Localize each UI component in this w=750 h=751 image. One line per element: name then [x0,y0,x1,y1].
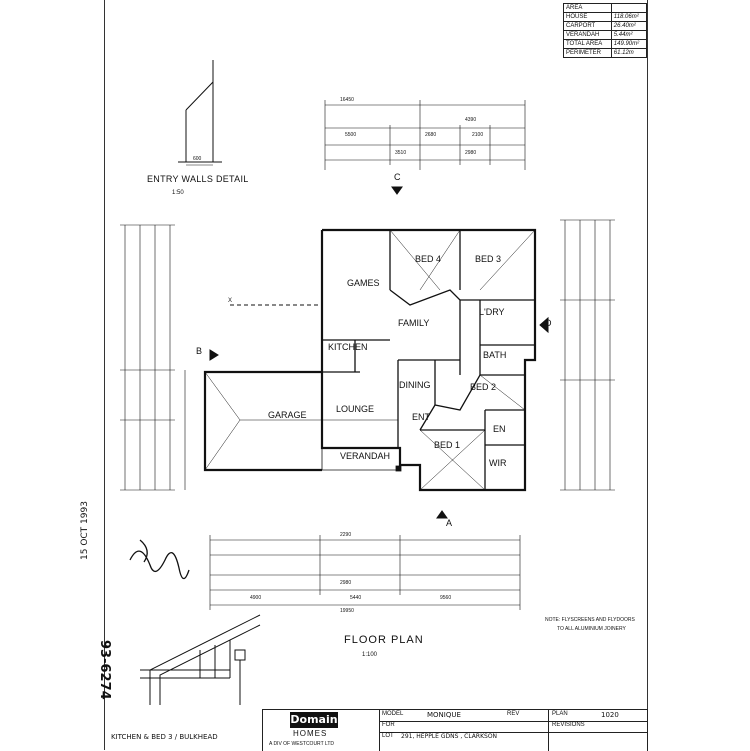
room-bed2: BED 2 [470,382,497,392]
model-value: MONIQUE [427,711,461,719]
brand-wordmark: Domain [290,712,338,728]
title-block-divider [548,710,549,751]
verandah [321,448,402,472]
top-dim-5: 2100 [472,132,484,138]
entry-walls-detail [178,60,222,166]
section-b-label: B [196,346,203,356]
room-garage: GARAGE [268,410,307,420]
interior-walls [322,230,535,490]
top-dim-1: 16450 [340,97,354,103]
entry-walls-title: ENTRY WALLS DETAIL [147,174,249,184]
note-line-1: NOTE: FLYSCREENS AND FLYDOORS [545,617,635,623]
bottom-dim-6: 2290 [340,532,352,538]
bottom-dimension-lines [209,535,521,610]
lot-row: LOT 291, HEPPLE GDNS , CLARKSON [382,733,498,740]
kitchen-detail-caption: KITCHEN & BED 3 / BULKHEAD [111,733,218,741]
company-name: A DIV OF WESTCOURT LTD [269,741,335,747]
section-markers [209,186,549,519]
top-dim-4: 2680 [425,132,437,138]
entry-walls-dim: 600 [193,156,202,162]
top-dimension-lines [324,100,526,170]
bottom-dim-4: 5440 [350,595,362,601]
floor-plan-title: FLOOR PLAN [344,634,424,646]
room-bath: BATH [483,350,507,360]
received-date-stamp: 15 OCT 1993 [80,501,90,560]
brand-subtitle: HOMES [293,729,328,738]
entry-walls-scale: 1:50 [172,190,184,196]
model-row: MODEL MONIQUE REV PLAN 1020 [379,710,647,722]
top-dim-3: 5500 [345,132,357,138]
for-row: FOR REVISIONS [379,721,647,733]
application-number: 93-6274 [97,640,112,700]
lot-address: 291, HEPPLE GDNS , CLARKSON [401,733,498,740]
room-dining: DINING [399,380,431,390]
room-bed1: BED 1 [434,440,461,450]
left-dimension-lines [120,224,186,491]
signature [129,539,190,580]
ceiling-hip-lines [204,229,536,491]
floor-plan-scale: 1:100 [362,652,378,658]
room-ent: ENT [412,412,430,422]
room-family: FAMILY [398,318,430,328]
room-en: EN [493,424,506,434]
drawing-sheet [104,0,648,750]
room-games: GAMES [347,278,380,288]
section-d-label: D [545,318,552,328]
plan-number: 1020 [601,711,619,719]
section-c-label: C [394,172,401,182]
company-logo: Domain HOMES A DIV OF WESTCOURT LTD [263,710,380,751]
bottom-dim-5: 2980 [340,580,352,586]
title-block: Domain HOMES A DIV OF WESTCOURT LTD MODE… [262,709,648,751]
bottom-dim-1: 19950 [340,608,354,614]
room-bed4: BED 4 [415,254,442,264]
top-dim-7: 2980 [465,150,477,156]
room-kitchen: KITCHEN [328,342,368,352]
top-dim-6: 3510 [395,150,407,156]
note-line-2: TO ALL ALUMINIUM JOINERY [557,626,626,632]
section-x-label: X [228,298,233,304]
room-wir: WIR [489,458,507,468]
kitchen-bulkhead-detail [140,614,261,705]
room-lounge: LOUNGE [336,404,375,414]
right-dimension-lines [560,219,615,491]
top-dim-2: 4390 [465,117,477,123]
section-a-label: A [446,518,453,528]
room-bed3: BED 3 [475,254,502,264]
bottom-dim-3: 4900 [250,595,262,601]
room-ldry: L'DRY [479,307,505,317]
room-verandah: VERANDAH [340,451,391,461]
bottom-dim-2: 9560 [440,595,452,601]
